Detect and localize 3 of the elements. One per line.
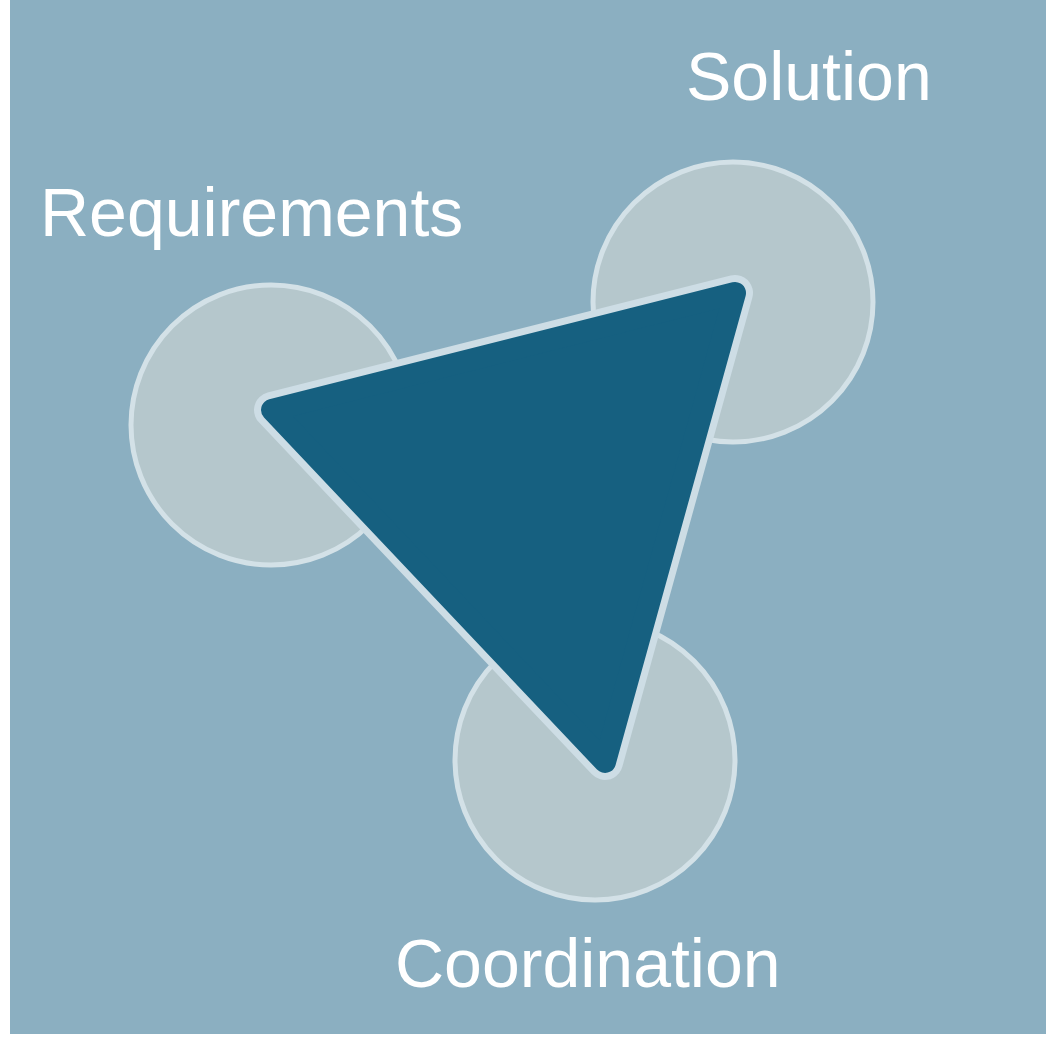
circle-label: Solution [686,37,932,116]
circle-label: Coordination [395,924,781,1003]
circle-label: Requirements [40,173,464,252]
